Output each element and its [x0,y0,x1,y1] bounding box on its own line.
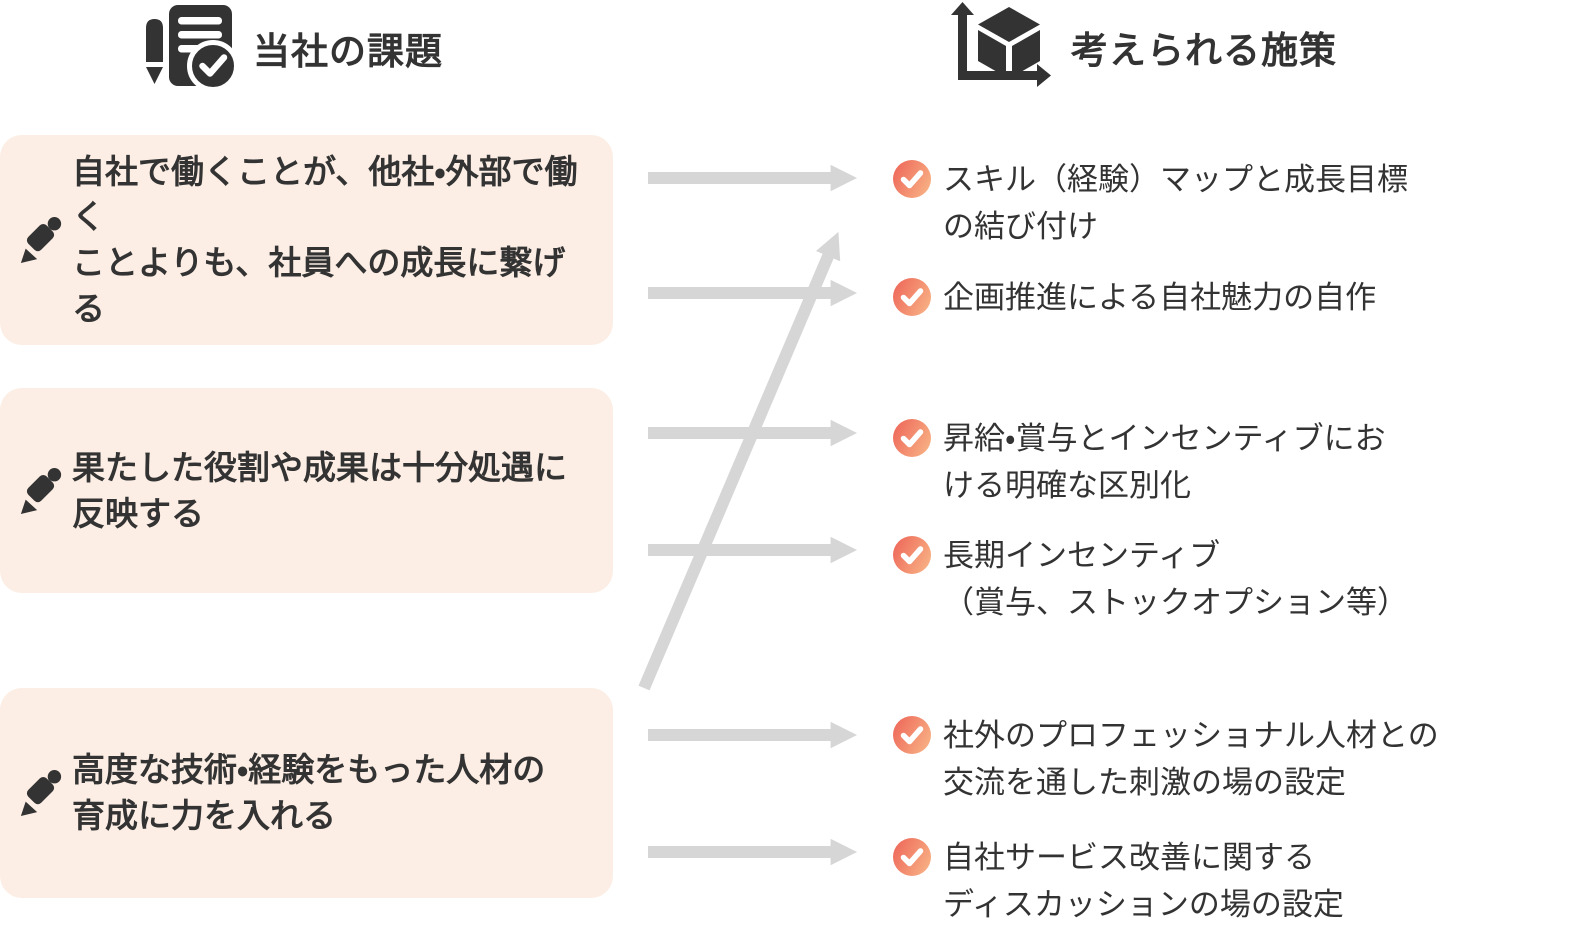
measure-text-1: スキル（経験）マップと成長目標 の結び付け [943,162,1408,244]
check-circle-icon [893,419,931,457]
check-circle-icon [893,716,931,754]
challenge-box-2: 果たした役割や成果は十分処遇に 反映する [0,388,613,593]
pencil-icon [20,770,62,816]
cube-axis-icon [951,2,1051,87]
measure-item-6: 自社サービス改善に関する ディスカッションの場の設定 [893,835,1453,928]
measure-item-1: スキル（経験）マップと成長目標 の結び付け [893,157,1453,250]
check-circle-icon [893,536,931,574]
check-circle-icon [893,838,931,876]
challenge-box-1: 自社で働くことが、他社・外部で働く ことよりも、社員への成長に繋げる [0,135,613,345]
challenges-header: 当社の課題 [145,4,443,92]
challenge-text-3: 高度な技術・経験をもった人材の 育成に力を入れる [72,751,546,834]
measures-header: 考えられる施策 [947,2,1337,92]
measure-text-3: 昇給・賞与とインセンティブにお ける明確な区別化 [943,421,1386,503]
measure-item-5: 社外のプロフェッショナル人材との 交流を通した刺激の場の設定 [893,713,1453,806]
measure-text-2: 企画推進による自社魅力の自作 [943,280,1377,315]
measure-text-5: 社外のプロフェッショナル人材との 交流を通した刺激の場の設定 [943,718,1439,800]
check-circle-icon [893,278,931,316]
challenge-box-3: 高度な技術・経験をもった人材の 育成に力を入れる [0,688,613,898]
document-pencil-check-icon [146,5,239,92]
measure-item-4: 長期インセンティブ （賞与、ストックオプション等） [893,533,1453,626]
challenges-title: 当社の課題 [253,31,443,72]
challenge-text-2: 果たした役割や成果は十分処遇に 反映する [72,448,567,532]
arrow-challenge3-diagonal [638,231,841,691]
measure-text-6: 自社サービス改善に関する ディスカッションの場の設定 [943,840,1344,922]
pencil-icon [20,217,62,263]
measure-item-3: 昇給・賞与とインセンティブにお ける明確な区別化 [893,416,1453,509]
pencil-icon [20,467,62,514]
challenge-text-1: 自社で働くことが、他社・外部で働く ことよりも、社員への成長に繋げる [72,152,578,327]
measure-text-4: 長期インセンティブ （賞与、ストックオプション等） [943,538,1408,620]
check-circle-icon [893,160,931,198]
measures-title: 考えられる施策 [1071,30,1337,71]
measure-item-2: 企画推進による自社魅力の自作 [893,275,1453,322]
